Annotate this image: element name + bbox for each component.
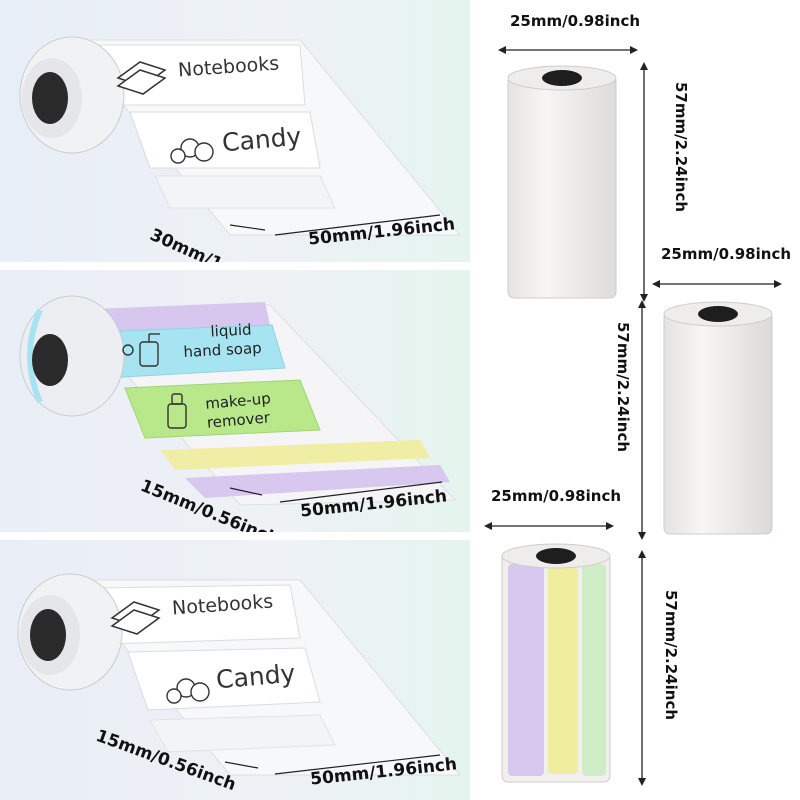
core-1-height-arrow bbox=[640, 62, 648, 302]
width-arrow bbox=[229, 224, 266, 231]
candy-icon bbox=[166, 678, 210, 704]
notebook-icon bbox=[116, 61, 167, 95]
label-make-up-remover: make-up remover bbox=[204, 389, 273, 433]
roll-1-illustration bbox=[19, 36, 462, 236]
candy-icon bbox=[170, 138, 214, 164]
core-3-diameter-text: 25mm/0.98inch bbox=[491, 487, 622, 505]
core-2-height-arrow bbox=[638, 300, 646, 540]
roll-2-illustration bbox=[19, 295, 457, 506]
core-1-roll bbox=[507, 65, 617, 299]
core-1-height-text: 57mm/2.24inch bbox=[672, 82, 690, 213]
label-liquid-hand-soap: liquid hand soap bbox=[182, 320, 262, 362]
core-3-height-text: 57mm/2.24inch bbox=[662, 590, 680, 721]
roll-panel-1: Notebooks Candy 30mm/1.18inch 50mm/1.96i… bbox=[0, 0, 470, 262]
notebook-icon bbox=[110, 601, 161, 635]
soap-bottle-icon bbox=[122, 333, 160, 367]
purple-label bbox=[508, 564, 544, 776]
yellow-label bbox=[548, 568, 578, 774]
core-2-height-text: 57mm/2.24inch bbox=[614, 322, 632, 453]
length-arrow bbox=[279, 481, 443, 503]
length-arrow bbox=[274, 754, 441, 775]
remover-bottle-icon bbox=[167, 393, 187, 429]
core-2-diameter-arrow bbox=[652, 280, 782, 288]
core-3-diameter-arrow bbox=[484, 522, 614, 530]
green-label bbox=[582, 564, 606, 776]
label-line: hand soap bbox=[183, 338, 263, 362]
roll-panel-2: liquid hand soap make-up remover 15mm/0.… bbox=[0, 270, 470, 532]
roll-3-illustration bbox=[17, 573, 462, 776]
core-2-diameter-text: 25mm/0.98inch bbox=[661, 245, 792, 263]
core-3-roll bbox=[501, 543, 611, 783]
core-3-height-arrow bbox=[638, 550, 646, 786]
width-arrow bbox=[229, 487, 263, 496]
core-1-diameter-arrow bbox=[498, 46, 638, 54]
width-arrow bbox=[224, 761, 259, 769]
length-arrow bbox=[274, 214, 441, 236]
core-1-diameter-text: 25mm/0.98inch bbox=[510, 12, 641, 30]
roll-panel-3: Notebooks Candy 15mm/0.56inch 50mm/1.96i… bbox=[0, 540, 470, 800]
core-2-roll bbox=[663, 301, 773, 535]
